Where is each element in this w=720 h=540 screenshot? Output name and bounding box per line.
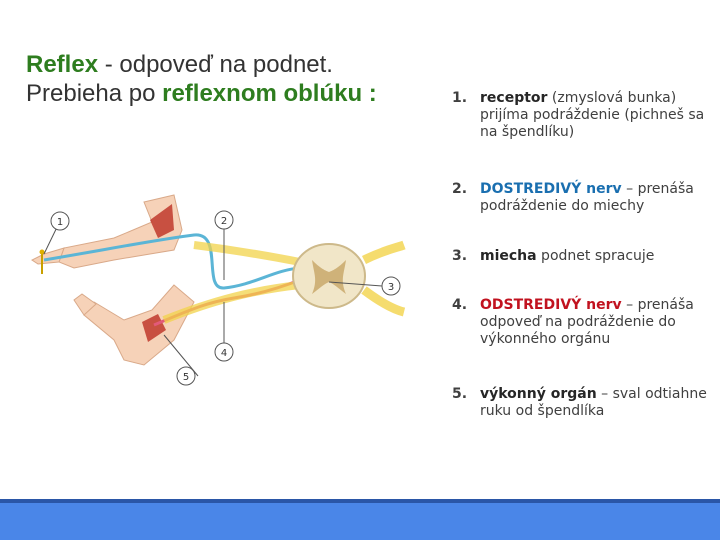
list-item: 3. miecha podnet spracuje (450, 248, 712, 265)
callout-label-5: 5 (183, 372, 189, 383)
step-number: 2. (452, 181, 468, 197)
list-item: 5. výkonný orgán – sval odtiahne ruku od… (450, 386, 712, 420)
step-description: – sval odtiahne ruku od špendlíka (480, 386, 707, 419)
spinal-nerve-right (361, 240, 406, 317)
list-item: 1. receptor (zmyslová bunka) prijíma pod… (450, 90, 712, 141)
list-item: 4. ODSTREDIVÝ nerv – prenáša odpoveď na … (450, 297, 712, 348)
upper-arm (58, 194, 183, 269)
step-description: – prenáša odpoveď na podráždenie do výko… (480, 297, 694, 347)
step-term-efferent-nerve: ODSTREDIVÝ nerv (480, 297, 622, 313)
step-number: 1. (452, 90, 468, 106)
step-number: 4. (452, 297, 468, 313)
title-line1-rest: - odpoveď na podnet. (98, 51, 333, 78)
step-term-spinal-cord: miecha (480, 248, 537, 264)
callout-5: 5 (176, 366, 196, 386)
title-reflex-arc: reflexnom oblúku : (162, 80, 377, 107)
callout-3: 3 (381, 276, 401, 296)
steps-list: 1. receptor (zmyslová bunka) prijíma pod… (450, 90, 712, 420)
slide-title: Reflex - odpoveď na podnet. Prebieha po … (26, 50, 436, 108)
grey-matter (312, 260, 346, 294)
title-reflex: Reflex (26, 51, 99, 78)
step-number: 3. (452, 248, 468, 264)
callout-label-4: 4 (221, 348, 227, 359)
title-line2-start: Prebieha po (26, 80, 163, 107)
step-description: podnet spracuje (536, 248, 655, 264)
reflex-arc-diagram: 1 2 3 4 5 (31, 194, 406, 386)
upper-muscle (150, 204, 174, 238)
list-item: 2. DOSTREDIVÝ nerv – prenáša podráždenie… (450, 181, 712, 215)
callout-1: 1 (50, 211, 70, 231)
callout-2: 2 (214, 210, 234, 230)
footer-divider (0, 499, 720, 503)
step-term-afferent-nerve: DOSTREDIVÝ nerv (480, 181, 622, 197)
footer-bar (0, 503, 720, 540)
step-description: – prenáša podráždenie do miechy (480, 181, 694, 214)
callout-label-1: 1 (57, 217, 63, 228)
step-term-effector: výkonný orgán (480, 386, 597, 402)
nerve-bundle (162, 241, 301, 324)
callout-line-3 (328, 281, 383, 287)
callout-label-3: 3 (388, 282, 394, 293)
callout-4: 4 (214, 342, 234, 362)
pin-head (39, 249, 45, 255)
lower-arm (83, 284, 195, 366)
step-number: 5. (452, 386, 468, 402)
step-term-receptor: receptor (480, 90, 548, 106)
callout-label-2: 2 (221, 216, 227, 227)
step-description: (zmyslová bunka) prijíma podráždenie (pi… (480, 90, 705, 140)
lower-hand (73, 293, 97, 316)
